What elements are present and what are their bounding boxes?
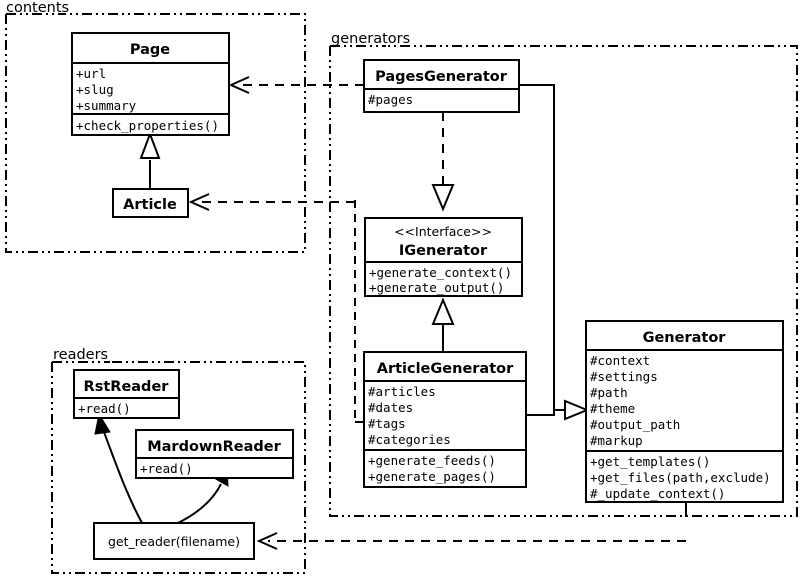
class-generator-title: Generator — [643, 330, 727, 346]
package-readers-border — [51, 361, 306, 574]
class-article[interactable]: Article — [112, 188, 189, 218]
edge-pagesgenerator-to-igenerator — [431, 112, 455, 212]
class-pagesgenerator-title: PagesGenerator — [375, 69, 508, 85]
class-generator-attribute: #theme — [590, 401, 635, 416]
class-igenerator[interactable]: <<Interface>> IGenerator +generate_conte… — [364, 217, 523, 297]
generalization-arrowhead-icon — [139, 131, 161, 159]
edge-article-to-page — [139, 131, 161, 190]
function-get-reader[interactable]: get_reader(filename) — [93, 522, 255, 560]
class-rstreader-box — [73, 369, 180, 419]
edge-pagesgenerator-to-page — [228, 76, 364, 94]
class-igenerator-method: +generate_output() — [369, 280, 504, 295]
class-generator-attribute: #markup — [590, 433, 643, 448]
class-mardownreader-title: MardownReader — [147, 439, 281, 455]
class-articlegenerator-method: +generate_pages() — [368, 469, 496, 484]
edge-articlegenerator-to-igenerator — [431, 297, 455, 352]
class-generator-attribute: #context — [590, 353, 650, 368]
class-igenerator-method: +generate_context() — [369, 265, 512, 280]
dependency-arrowhead-icon — [256, 532, 278, 550]
class-article-box — [112, 188, 189, 218]
function-get-reader-box — [93, 522, 255, 560]
class-mardownreader[interactable]: MardownReader +read() — [135, 429, 294, 479]
class-rstreader[interactable]: RstReader +read() — [73, 369, 180, 419]
class-pagesgenerator-box — [363, 59, 520, 113]
class-mardownreader-box — [135, 429, 294, 479]
class-page[interactable]: Page +url +slug +summary +check_properti… — [71, 32, 230, 136]
class-articlegenerator-box — [363, 351, 527, 488]
class-articlegenerator-method: +generate_feeds() — [368, 453, 496, 468]
class-articlegenerator-title: ArticleGenerator — [377, 361, 514, 377]
class-rstreader-title: RstReader — [84, 379, 170, 395]
realization-arrowhead-icon — [431, 184, 455, 212]
package-readers: readers — [51, 347, 306, 574]
edge-getreader-to-rstreader — [94, 412, 143, 524]
dependency-arrowhead-icon — [188, 193, 210, 211]
package-contents: contents — [5, 0, 306, 253]
package-generators-border — [329, 45, 798, 517]
class-generator-box — [585, 320, 784, 503]
generalization-arrowhead-icon — [431, 297, 455, 325]
class-generator[interactable]: Generator #context #settings #path #them… — [585, 320, 784, 503]
package-generators: generators — [329, 31, 798, 517]
class-articlegenerator-attribute: #tags — [368, 416, 406, 431]
class-igenerator-stereotype: <<Interface>> — [394, 224, 492, 239]
dependency-arrowhead-icon — [228, 76, 250, 94]
class-generator-method: +get_files(path,exclude) — [590, 470, 771, 485]
edge-articlegenerator-to-generator-line — [526, 409, 566, 416]
class-generator-method: +get_templates() — [590, 454, 710, 469]
class-page-title: Page — [130, 42, 170, 58]
class-generator-attribute: #output_path — [590, 417, 680, 432]
class-page-box — [71, 32, 230, 136]
class-rstreader-method: +read() — [78, 401, 131, 416]
class-mardownreader-method: +read() — [140, 461, 193, 476]
class-articlegenerator[interactable]: ArticleGenerator #articles #dates #tags … — [363, 351, 527, 488]
package-readers-label: readers — [53, 347, 108, 363]
edge-articlegenerator-to-article — [188, 193, 364, 423]
generalization-arrowhead-icon — [564, 399, 590, 421]
class-articlegenerator-attribute: #categories — [368, 432, 451, 447]
class-article-title: Article — [123, 197, 177, 213]
package-generators-label: generators — [331, 31, 410, 47]
function-get-reader-label: get_reader(filename) — [108, 534, 240, 549]
class-page-attribute: +summary — [76, 98, 137, 113]
class-pagesgenerator[interactable]: PagesGenerator #pages — [363, 59, 520, 113]
class-generator-attribute: #settings — [590, 369, 658, 384]
edge-articlegenerator-to-generator — [526, 399, 590, 421]
class-generator-method: #_update_context() — [590, 486, 725, 501]
class-articlegenerator-attribute: #articles — [368, 384, 436, 399]
class-page-attribute: +url — [76, 66, 106, 81]
class-articlegenerator-attribute: #dates — [368, 400, 413, 415]
edge-getreader-to-mardownreader-line — [177, 483, 222, 524]
class-page-method: +check_properties() — [76, 118, 219, 133]
edge-generator-to-getreader — [256, 502, 687, 550]
class-pagesgenerator-attribute: #pages — [368, 92, 413, 107]
class-generator-attribute: #path — [590, 385, 628, 400]
package-contents-border — [5, 13, 306, 253]
class-page-attribute: +slug — [76, 82, 114, 97]
class-igenerator-box — [364, 217, 523, 297]
edge-getreader-to-rstreader-line — [103, 431, 143, 524]
package-contents-label: contents — [6, 0, 69, 16]
class-igenerator-title: IGenerator — [399, 243, 488, 259]
